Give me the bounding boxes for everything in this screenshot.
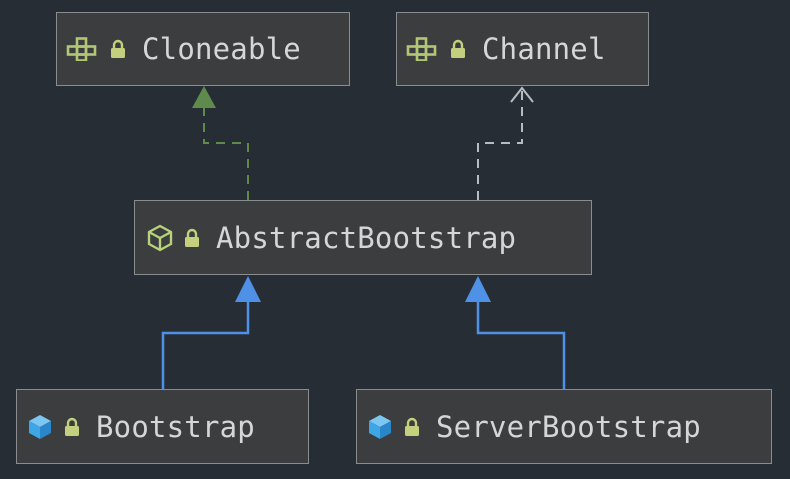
edge-extends-server-bootstrap — [476, 300, 566, 389]
interface-icon — [66, 37, 100, 61]
lock-icon — [404, 417, 420, 437]
lock-icon — [110, 39, 126, 59]
arrowhead-implements — [192, 86, 216, 108]
node-label: ServerBootstrap — [436, 409, 701, 444]
node-server-bootstrap[interactable]: ServerBootstrap — [356, 389, 772, 464]
lock-icon — [450, 39, 466, 59]
node-abstract-bootstrap[interactable]: AbstractBootstrap — [134, 200, 592, 275]
node-label: Bootstrap — [96, 409, 255, 444]
interface-icon — [406, 37, 440, 61]
node-channel[interactable]: Channel — [396, 12, 649, 86]
lock-icon — [64, 417, 80, 437]
lock-icon — [184, 228, 200, 248]
arrowhead-extends-server-bootstrap — [465, 276, 491, 302]
node-label: AbstractBootstrap — [216, 220, 517, 255]
arrowhead-dependency — [510, 86, 534, 103]
node-label: Cloneable — [142, 32, 301, 66]
class-icon — [26, 413, 54, 441]
class-icon — [366, 413, 394, 441]
node-cloneable[interactable]: Cloneable — [56, 12, 350, 86]
node-bootstrap[interactable]: Bootstrap — [16, 389, 309, 464]
abstract-class-icon — [146, 224, 174, 252]
edge-dependency-channel — [477, 90, 523, 200]
edge-extends-bootstrap — [161, 300, 250, 389]
arrowhead-extends-bootstrap — [235, 276, 261, 302]
edge-implements-cloneable — [203, 106, 249, 200]
node-label: Channel — [482, 32, 606, 66]
